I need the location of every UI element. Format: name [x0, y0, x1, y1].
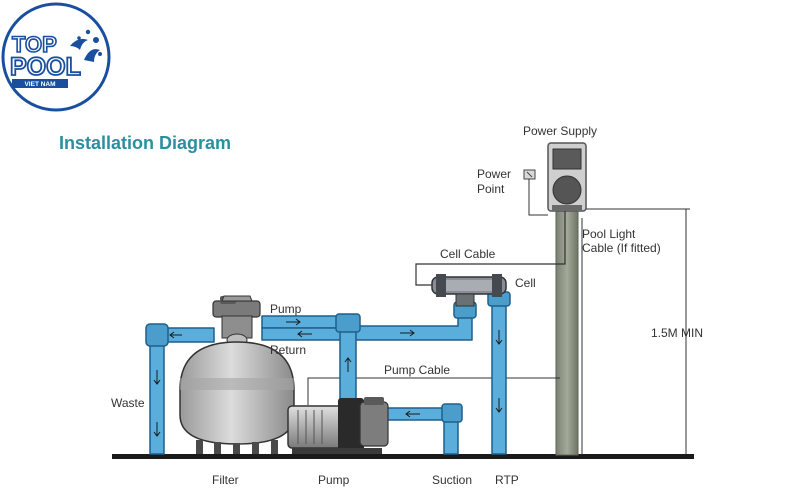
logo: TOP POOL VIET NAM [1, 2, 111, 112]
label-rtp: RTP [495, 473, 519, 487]
power-point-socket [523, 169, 536, 180]
power-supply-unit [547, 142, 587, 212]
ground-line [112, 454, 694, 459]
power-point-cable [528, 179, 548, 216]
pipe-fittings [145, 291, 511, 423]
pump-cable-line [307, 377, 560, 405]
label-filter: Filter [212, 473, 239, 487]
mounting-post [555, 210, 579, 456]
flow-arrows [153, 318, 503, 437]
logo-line-vietnam: VIET NAM [24, 81, 55, 88]
label-cell-cable: Cell Cable [440, 247, 496, 261]
label-pump: Pump [318, 473, 350, 487]
diagram-title: Installation Diagram [59, 133, 231, 153]
logo-line-top: TOP [12, 32, 57, 57]
label-pump-cable: Pump Cable [384, 363, 450, 377]
label-pump-flow: Pump [270, 302, 302, 316]
label-suction: Suction [432, 473, 472, 487]
label-cell: Cell [515, 276, 536, 290]
label-power-point-line2: Point [477, 182, 505, 196]
salt-cell [431, 274, 507, 307]
logo-banner [12, 79, 68, 88]
label-waste: Waste [111, 396, 145, 410]
pool-pump [287, 397, 389, 454]
label-pool-light-line1: Pool Light [582, 227, 636, 241]
label-pool-light-line2: Cable (If fitted) [582, 241, 661, 255]
label-power-supply: Power Supply [523, 124, 597, 138]
labels: Power Supply Power Point Pool Light Cabl… [111, 124, 703, 487]
cell-cable-line [415, 211, 566, 286]
water-splash-icon [70, 29, 102, 62]
label-height-min: 1.5M MIN [651, 326, 703, 340]
label-return: Return [270, 343, 306, 357]
sand-filter [179, 295, 295, 454]
label-power-point-line1: Power [477, 167, 511, 181]
logo-line-pool: POOL [10, 53, 81, 81]
height-dimension [586, 208, 690, 454]
